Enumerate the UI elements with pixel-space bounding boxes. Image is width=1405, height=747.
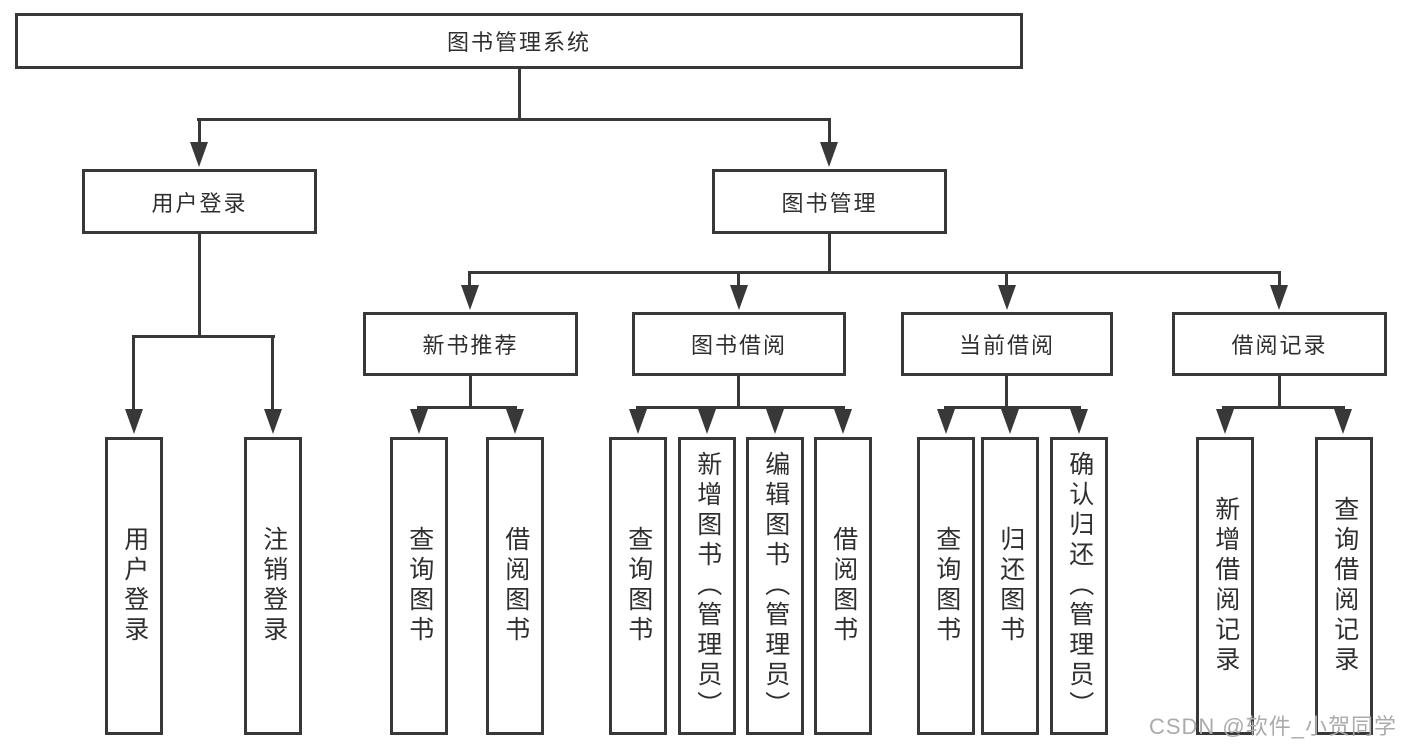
connector-line (737, 271, 740, 287)
leaf-borrowing-query: 查询图书 (609, 437, 667, 735)
connector-line (132, 335, 275, 338)
node-current-borrowing: 当前借阅 (901, 312, 1113, 376)
arrow-down-icon (1001, 409, 1019, 434)
connector-line (636, 406, 845, 409)
connector-line (198, 234, 201, 338)
leaf-newbook-query: 查询图书 (390, 437, 448, 735)
connector-line (737, 376, 740, 409)
connector-line (828, 234, 831, 272)
arrow-down-icon (190, 142, 208, 167)
node-borrow-records: 借阅记录 (1172, 312, 1387, 376)
arrow-down-icon (998, 285, 1016, 310)
connector-line (469, 376, 472, 409)
node-book-management: 图书管理 (712, 169, 947, 234)
node-new-book-recommend: 新书推荐 (363, 312, 578, 376)
connector-line (468, 271, 1281, 274)
arrow-down-icon (1334, 409, 1352, 434)
connector-line (828, 118, 831, 144)
connector-line (1005, 271, 1008, 287)
arrow-down-icon (834, 409, 852, 434)
arrow-down-icon (1070, 409, 1088, 434)
arrow-down-icon (937, 409, 955, 434)
arrow-down-icon (125, 409, 143, 434)
arrow-down-icon (410, 409, 428, 434)
leaf-logout: 注销登录 (244, 437, 302, 735)
leaf-current-confirm-return-admin: 确认归还（管理员） (1050, 437, 1108, 735)
arrow-down-icon (506, 409, 524, 434)
arrow-down-icon (629, 409, 647, 434)
leaf-user-login: 用户登录 (105, 437, 163, 735)
node-book-borrowing: 图书借阅 (632, 312, 846, 376)
leaf-borrowing-add-admin: 新增图书（管理员） (678, 437, 736, 735)
connector-line (417, 406, 517, 409)
connector-line (1222, 406, 1345, 409)
connector-line (132, 335, 135, 410)
connector-line (1005, 376, 1008, 409)
arrow-down-icon (698, 409, 716, 434)
connector-line (518, 68, 521, 121)
connector-line (468, 271, 471, 287)
arrow-down-icon (461, 285, 479, 310)
leaf-newbook-borrow: 借阅图书 (486, 437, 544, 735)
connector-line (197, 118, 831, 121)
arrow-down-icon (766, 409, 784, 434)
arrow-down-icon (820, 142, 838, 167)
connector-line (1278, 271, 1281, 287)
connector-line (944, 406, 1081, 409)
node-root: 图书管理系统 (15, 13, 1023, 69)
connector-line (271, 335, 274, 410)
arrow-down-icon (730, 285, 748, 310)
leaf-borrowing-edit-admin: 编辑图书（管理员） (746, 437, 804, 735)
node-user-login: 用户登录 (82, 169, 317, 234)
csdn-watermark: CSDN @软件_小贺同学 (1148, 714, 1397, 739)
leaf-current-query: 查询图书 (917, 437, 975, 735)
connector-line (198, 118, 201, 144)
arrow-down-icon (1216, 409, 1234, 434)
arrow-down-icon (1270, 285, 1288, 310)
connector-line (1278, 376, 1281, 409)
arrow-down-icon (264, 409, 282, 434)
leaf-records-add: 新增借阅记录 (1196, 437, 1254, 735)
leaf-current-return: 归还图书 (981, 437, 1039, 735)
leaf-borrowing-borrow: 借阅图书 (814, 437, 872, 735)
leaf-records-query: 查询借阅记录 (1315, 437, 1373, 735)
